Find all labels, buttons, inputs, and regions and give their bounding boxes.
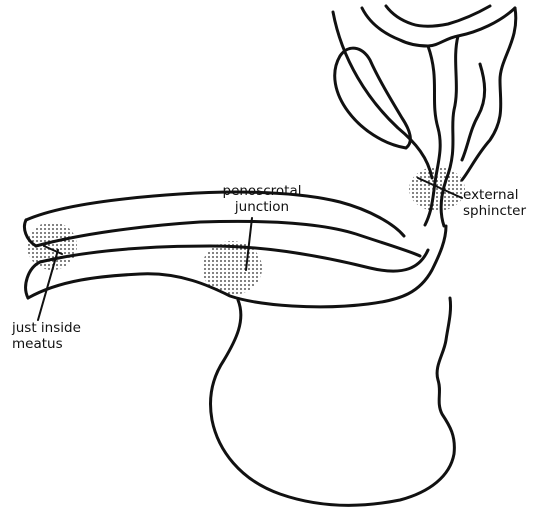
sphincter-label-line1: external <box>463 187 526 203</box>
posterior-inner-wall <box>462 64 485 160</box>
meatus-label: just inside meatus <box>12 320 81 352</box>
penoscrotal-label-line1: penoscrotal <box>210 183 314 199</box>
meatus-label-line2: meatus <box>12 336 81 352</box>
sphincter-label-line2: sphincter <box>463 203 526 219</box>
scrotal-sac <box>211 298 455 505</box>
penoscrotal-label-line2: junction <box>210 199 314 215</box>
external-sphincter-label: external sphincter <box>463 187 526 219</box>
bladder-outer-wall <box>333 12 432 178</box>
bladder-lumen-floor <box>386 6 490 26</box>
meatus-label-line1: just inside <box>12 320 81 336</box>
penoscrotal-junction-label: penoscrotal junction <box>210 183 314 215</box>
